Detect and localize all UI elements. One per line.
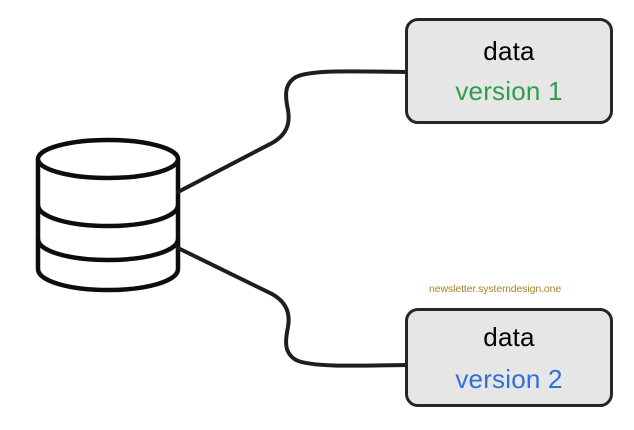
connector-db-to-version-1 <box>176 69 407 194</box>
watermark-label: newsletter.systemdesign.one <box>429 283 562 295</box>
node-subtitle-version-2: version 2 <box>455 363 563 394</box>
database-band-divider-2 <box>35 236 181 263</box>
database-top-ellipse <box>35 137 181 181</box>
node-data-version-2[interactable]: data version 2 <box>405 308 613 407</box>
node-data-version-1[interactable]: data version 1 <box>405 18 613 124</box>
database-band-divider-1 <box>35 202 181 229</box>
node-title-version-1: data <box>483 36 535 66</box>
node-title-version-2: data <box>483 321 535 352</box>
connector-db-to-version-2 <box>176 246 407 368</box>
database-cylinder <box>35 137 181 293</box>
node-subtitle-version-1: version 1 <box>455 76 563 106</box>
